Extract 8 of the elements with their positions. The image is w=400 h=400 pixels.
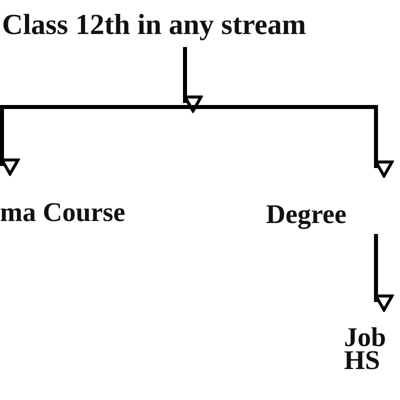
arrow (374, 234, 394, 312)
arrow (183, 47, 202, 112)
arrow (185, 105, 394, 178)
node-label: Degree (266, 198, 346, 230)
node-label: ma Course (0, 196, 126, 228)
node-label: Class 12th in any stream (2, 8, 306, 43)
arrow (0, 105, 185, 176)
node-label: Job HS (344, 326, 386, 372)
